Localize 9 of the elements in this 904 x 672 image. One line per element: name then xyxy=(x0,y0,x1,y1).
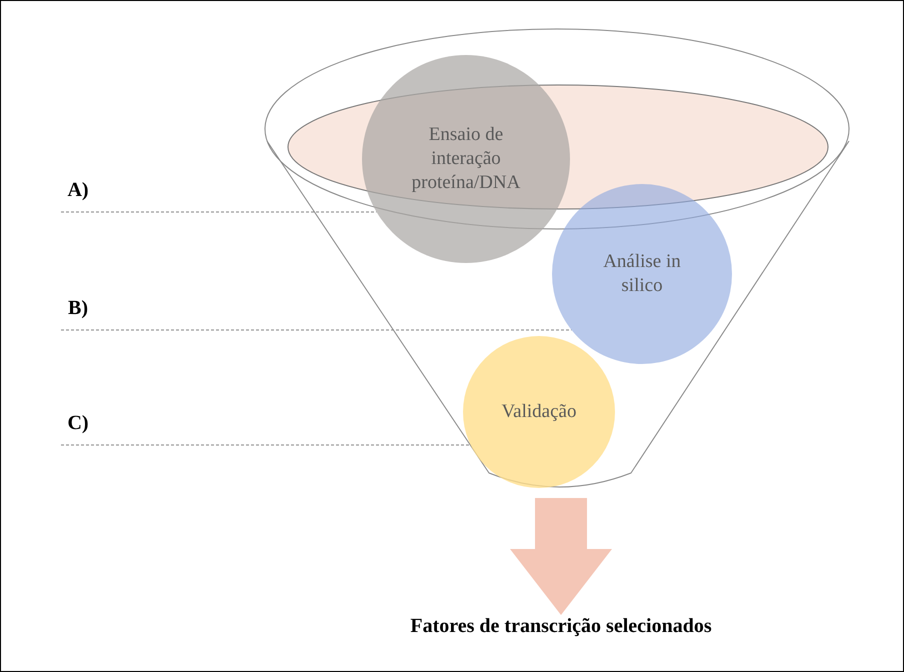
stage-text: Análise in silico xyxy=(602,250,682,298)
step-label: C) xyxy=(67,412,89,434)
block-arrow xyxy=(510,498,612,615)
step-label: Fatores de transcrição selecionados xyxy=(410,615,712,637)
step-label: A) xyxy=(67,179,89,201)
step-label: B) xyxy=(68,297,88,319)
stage-text: Ensaio de interação proteína/DNA xyxy=(410,123,522,195)
leader-line xyxy=(60,444,472,446)
stage-text: Validação xyxy=(502,400,576,424)
